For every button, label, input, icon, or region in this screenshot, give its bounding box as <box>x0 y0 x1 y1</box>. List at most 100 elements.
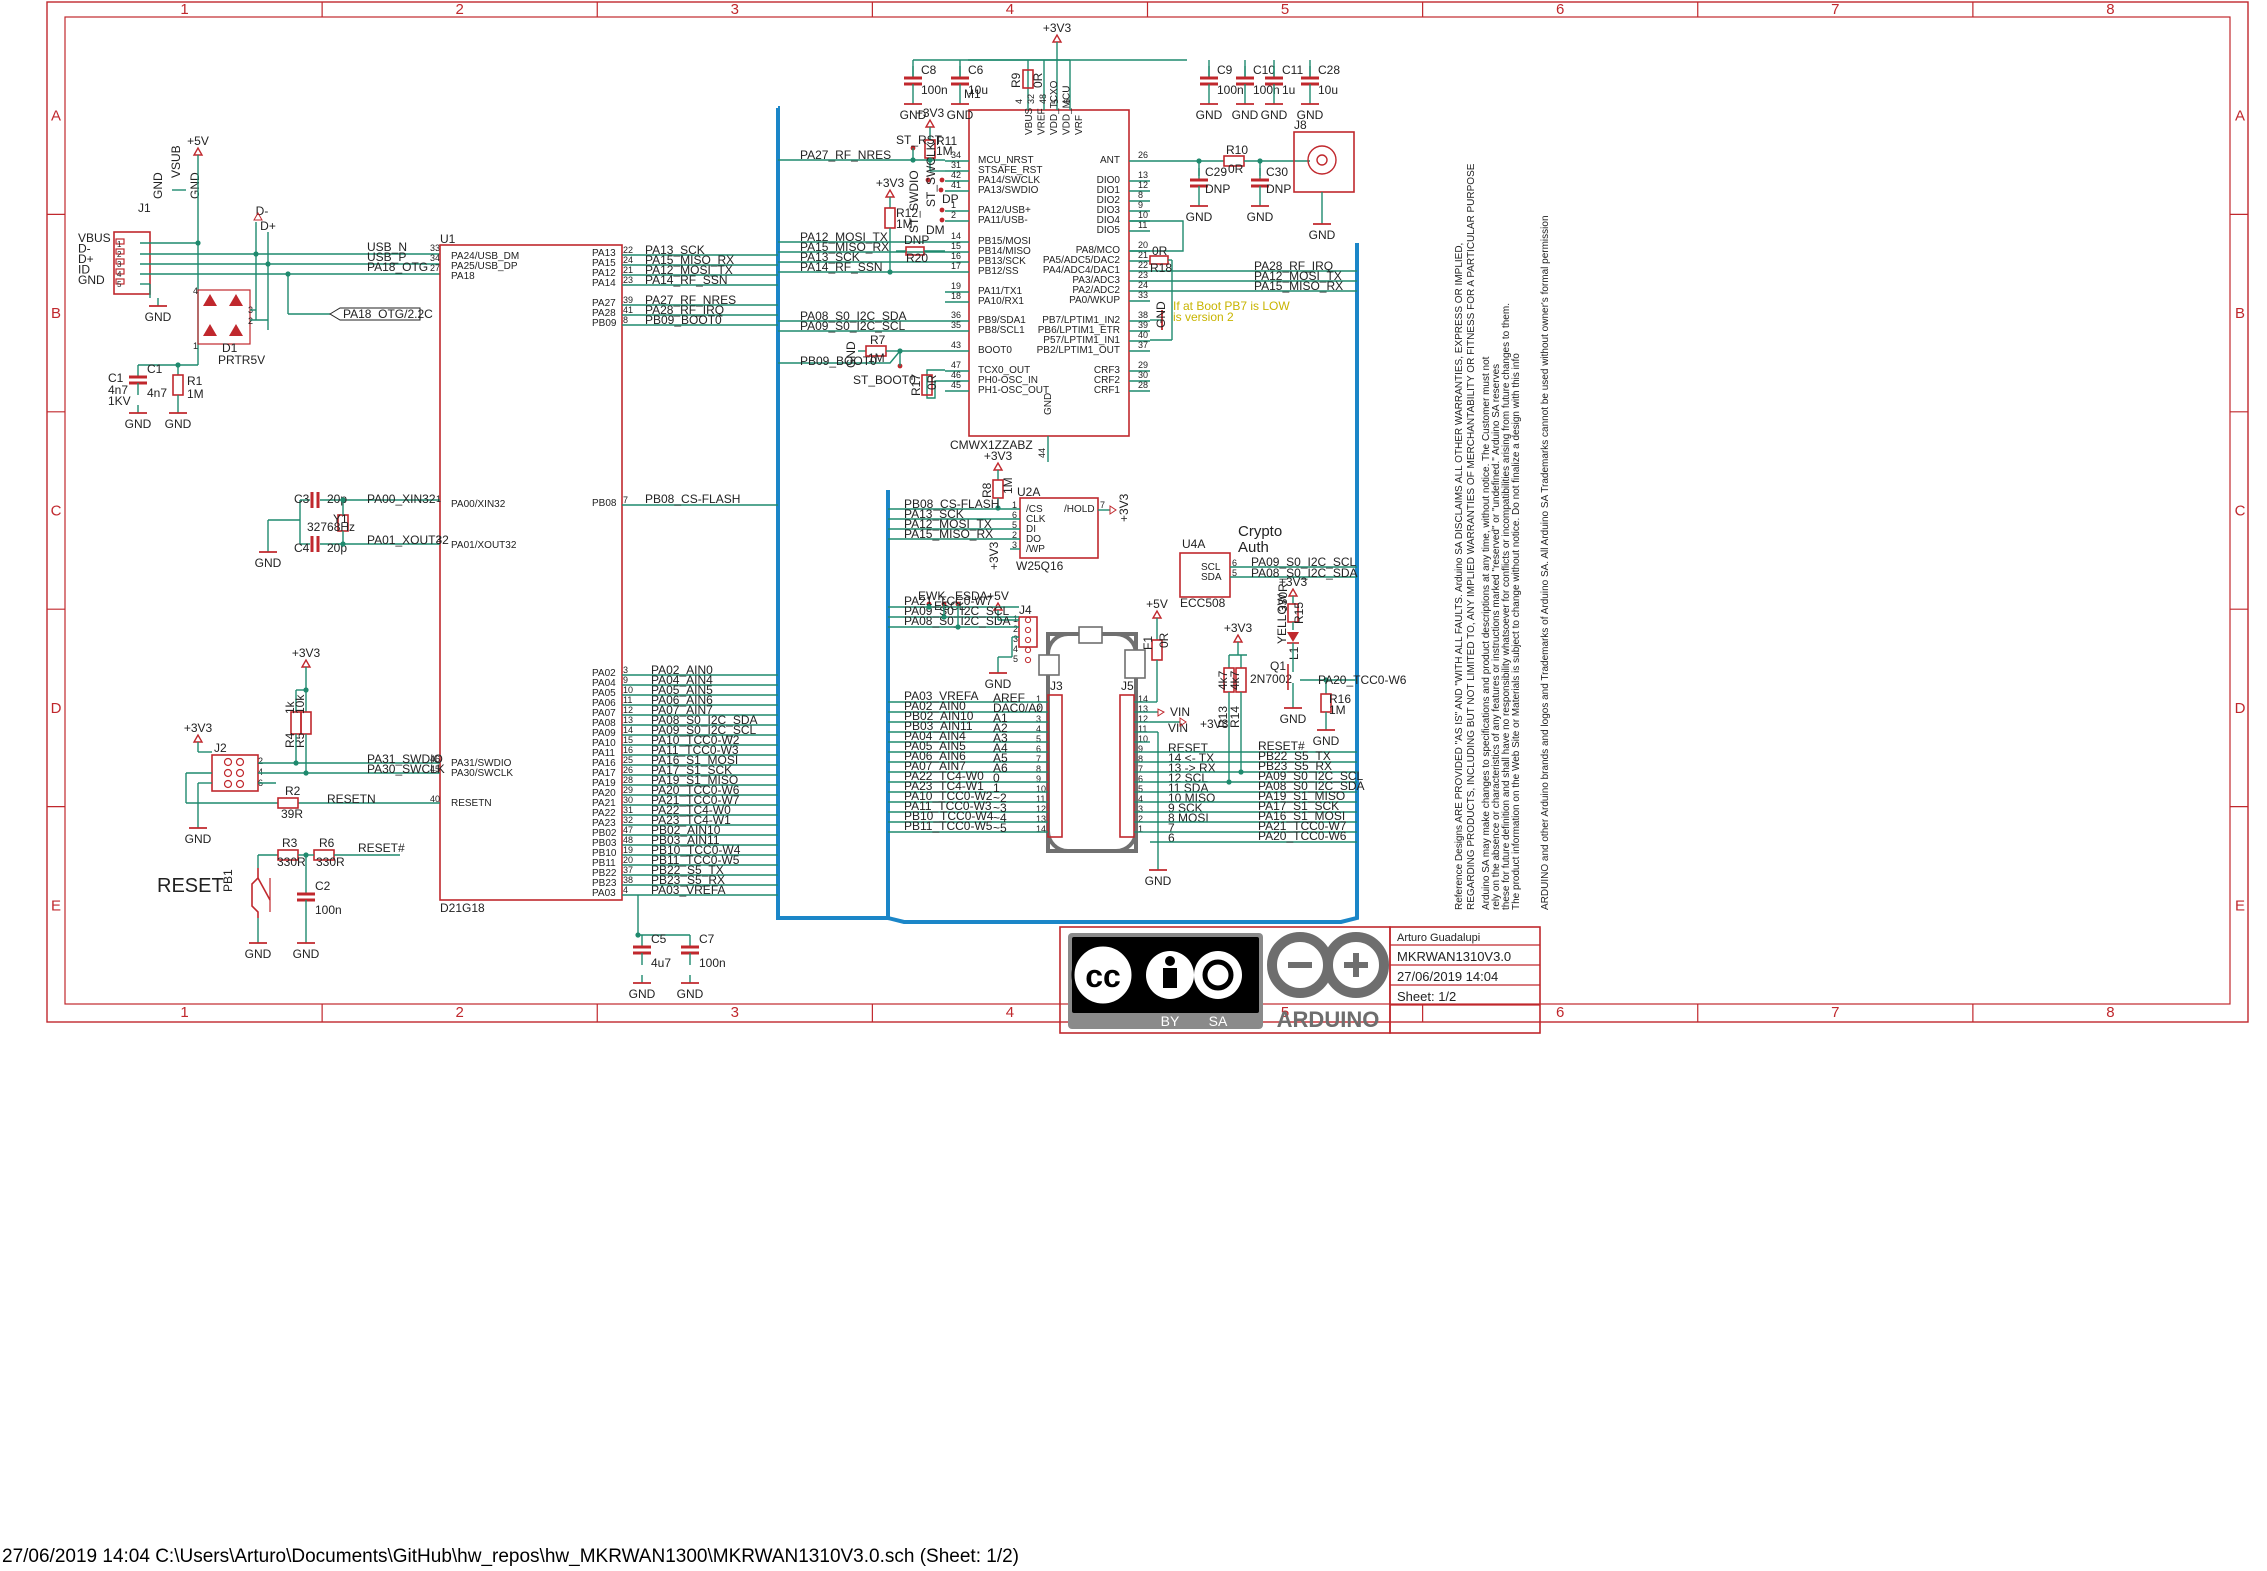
usb-pin <box>115 278 125 285</box>
header-j5 <box>1119 694 1135 838</box>
column-label: 4 <box>1006 1 1014 18</box>
gnd-label: GND <box>844 341 858 368</box>
lora-net-label: PA09_S0_I2C_SCL <box>800 319 906 333</box>
lora-r12 <box>884 207 896 229</box>
wire <box>778 350 945 364</box>
tvs-ref: D1 <box>222 341 238 355</box>
junction-dot <box>1226 779 1232 785</box>
resistor-ref: R5 <box>293 732 307 748</box>
resistor-ref: R7 <box>870 333 886 347</box>
junction-dot <box>941 614 947 620</box>
sa-icon-ring <box>1202 959 1234 991</box>
mcu-right-pin: PB09 <box>592 318 617 329</box>
column-label: 6 <box>1556 1004 1564 1021</box>
resistor-value: 330R <box>316 855 345 869</box>
fuse-value: 0R <box>1157 632 1171 648</box>
mcu-net-label: PA23_TC4-W1 <box>651 813 731 827</box>
pin-number: 41 <box>951 180 961 190</box>
mcu-net-label: PB22_S5_TX <box>651 863 724 877</box>
gnd-label: GND <box>125 417 152 431</box>
gnd-label: GND <box>255 556 282 570</box>
gnd-label: GND <box>1232 108 1259 122</box>
reset-net-label: RESET# <box>358 841 405 855</box>
test-point-label: EWK <box>918 589 945 603</box>
mcu-left-pin: PA30/SWCLK <box>451 768 513 779</box>
lora-left-pin: PA13/SWDIO <box>978 185 1039 196</box>
pin-number: 4 <box>623 885 628 895</box>
pin-number: 3 <box>1036 714 1041 724</box>
capacitor-ref: C29 <box>1205 165 1227 179</box>
lora-right-pin: PA0/WKUP <box>1069 295 1120 306</box>
column-label: 8 <box>2106 1 2114 18</box>
reset-resistor-r2 <box>277 797 299 809</box>
lora-left-pin: PB13/SCK <box>978 256 1026 267</box>
resistor-ref: R10 <box>1226 143 1248 157</box>
resistor-ref: R13 <box>1216 706 1230 728</box>
lora-left-pin: PH0-OSC_IN <box>978 375 1038 386</box>
gnd-label: GND <box>1261 108 1288 122</box>
crypto-title: Auth <box>1238 539 1269 556</box>
resistor-ref: R18 <box>1150 261 1172 275</box>
arduino-logo-right <box>1323 932 1389 998</box>
pin-number: 9 <box>1138 200 1143 210</box>
capacitor-ref: C1 <box>108 371 124 385</box>
lora-right-pin: P57/LPTIM1_IN1 <box>1043 335 1120 346</box>
disclaimer-line: rely on the absence or characteristics o… <box>1491 364 1502 910</box>
column-label: 3 <box>731 1004 739 1021</box>
mcu-right-pin: PA04 <box>592 678 616 689</box>
supply-arrow <box>192 733 204 743</box>
header-j3-pin: ~2 <box>993 791 1007 805</box>
pin-number: 14 <box>951 231 961 241</box>
resistor-value: 10k <box>293 694 307 714</box>
lora-right-pin: PA4/ADC4/DAC1 <box>1043 265 1121 276</box>
capacitor-ref: C8 <box>921 63 937 77</box>
lora-net-label: PA14_RF_SSN <box>800 260 882 274</box>
resistor-value: 0R <box>1152 244 1168 258</box>
supply-label: +3V3 <box>184 721 213 735</box>
column-label: 1 <box>180 1 188 18</box>
reset-button-label: RESET <box>157 875 224 897</box>
pin-number: 17 <box>951 261 961 271</box>
mcu-right-pin: PA28 <box>592 308 616 319</box>
capacitor-ref: C30 <box>1266 165 1288 179</box>
header-j5-pin: 6 <box>1168 831 1175 845</box>
header-pin <box>1024 656 1032 664</box>
lora-right-pin: ANT <box>1100 155 1120 166</box>
crypto-pin: SDA <box>1201 572 1222 583</box>
mcu-right-pin: PA19 <box>592 778 616 789</box>
mcu-right-pin: PB23 <box>592 878 617 889</box>
diode-symbol <box>229 324 243 336</box>
gnd-label: GND <box>185 832 212 846</box>
pin-number: 39 <box>1138 320 1148 330</box>
header-j5-net: PB23_S5_RX <box>1258 759 1332 773</box>
gnd-label: GND <box>165 417 192 431</box>
mcu-right-pin: PA27 <box>592 298 616 309</box>
pin-number: 7 <box>623 495 628 505</box>
junction-dot <box>265 261 271 267</box>
gnd-label: GND <box>293 947 320 961</box>
lora-right-pin: CRF3 <box>1094 365 1121 376</box>
lora-module-body <box>968 109 1130 437</box>
supply-label: +5V <box>1146 597 1168 611</box>
antenna-ring <box>1307 145 1337 175</box>
mcu-net-label: PB11_TCC0-W5 <box>651 853 740 867</box>
pin-number: 34 <box>430 253 440 263</box>
gnd-label: GND <box>1247 210 1274 224</box>
resistor-ref: R9 <box>1009 72 1023 88</box>
resistor-value: 1M <box>1329 703 1346 717</box>
gnd-label: GND <box>947 108 974 122</box>
column-label: 3 <box>731 1 739 18</box>
supply-label: +3V3 <box>1117 493 1131 522</box>
pin-number: 23 <box>1138 270 1148 280</box>
capacitor-value: 100n <box>315 903 342 917</box>
column-label: 2 <box>456 1004 464 1021</box>
pin-number: 3 <box>1138 804 1143 814</box>
pin-number: 29 <box>623 785 633 795</box>
row-label: B <box>2235 305 2245 322</box>
pin-number: 5 <box>1050 99 1060 104</box>
mcu-net-label: PA15_MISO_RX <box>645 253 734 267</box>
row-label: C <box>51 503 62 520</box>
supply-label: +3V3 <box>1043 21 1072 35</box>
crystal-ref: Y1 <box>333 512 348 526</box>
disclaimer-line: ARDUINO and other Arduino brands and log… <box>1540 215 1551 910</box>
